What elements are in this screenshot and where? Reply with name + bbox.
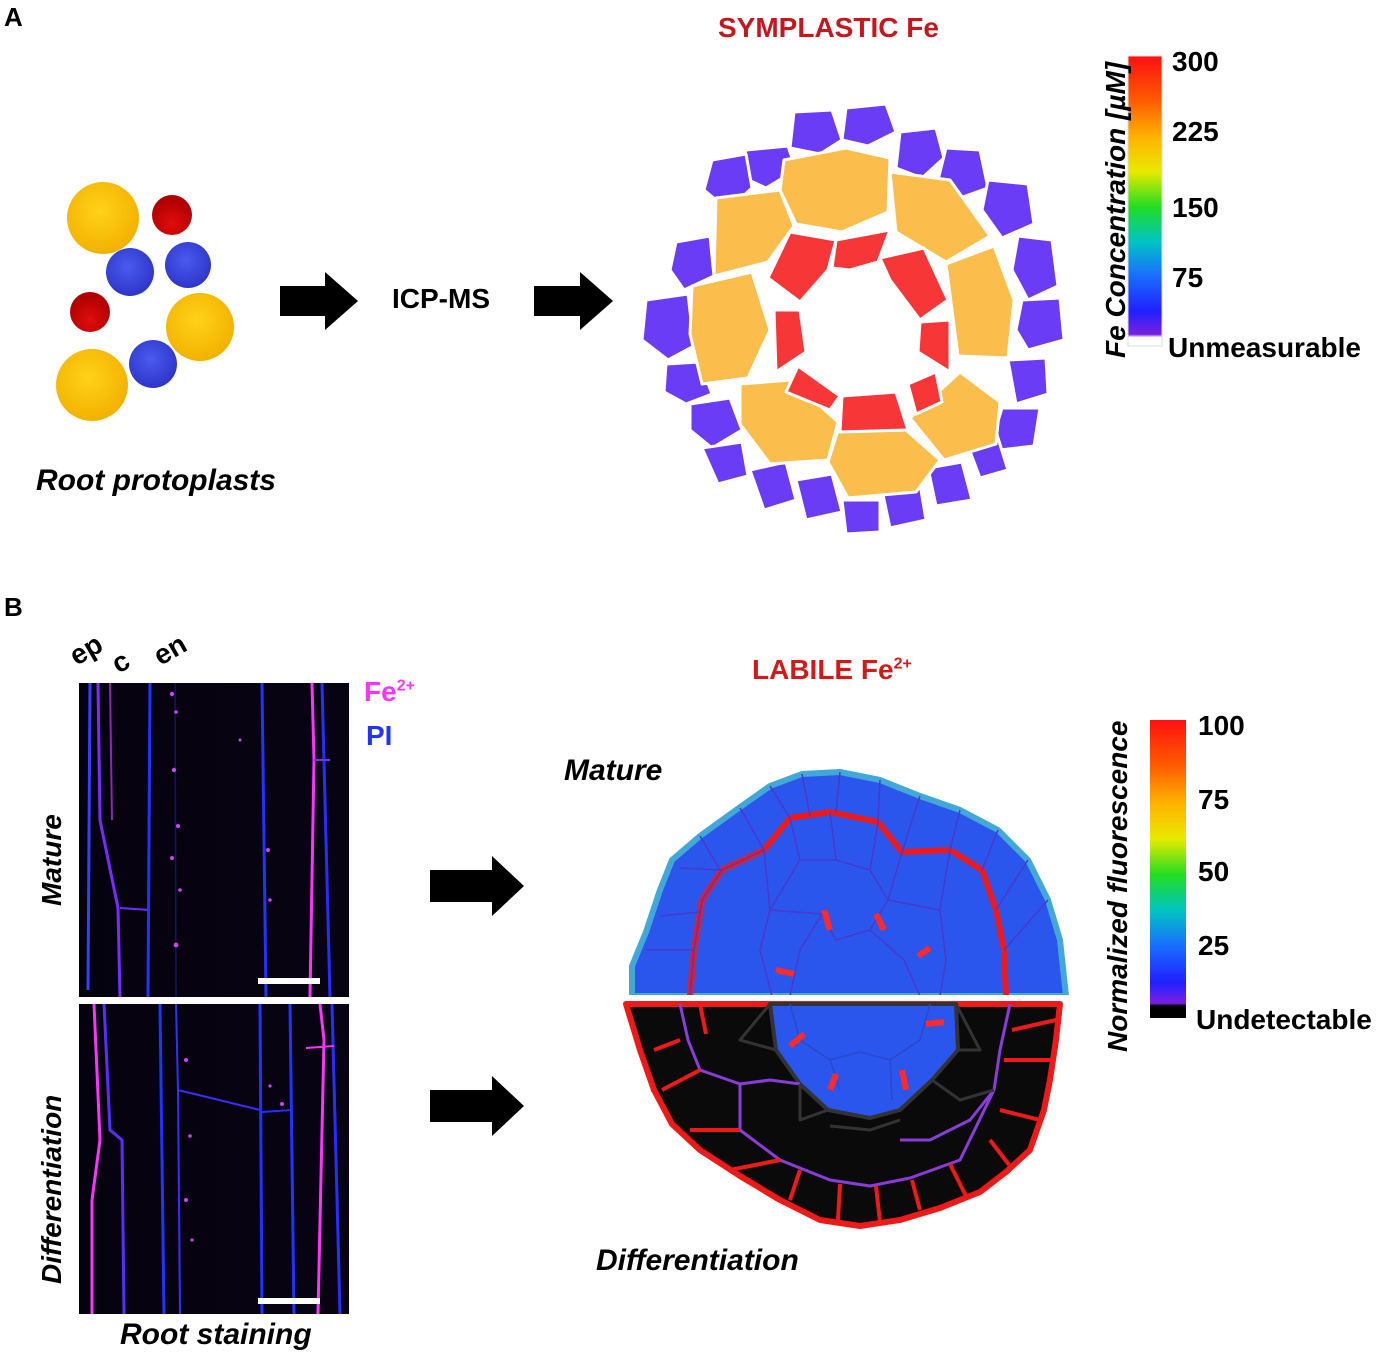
legend-fe: Fe2+ [364, 676, 415, 708]
legend-pi: PI [366, 720, 393, 751]
micrograph-differentiation [79, 1003, 349, 1315]
protoplast-blue-3 [129, 340, 177, 388]
labile-title: LABILE Fe2+ [752, 654, 912, 686]
legend-fe-sup: 2+ [396, 677, 415, 695]
colorbar-b [1150, 720, 1186, 1018]
protoplast-yellow-2 [166, 293, 234, 361]
arrow-mature [430, 856, 524, 916]
protoplast-blue-1 [106, 248, 154, 296]
colorbar-a [1127, 55, 1163, 347]
labile-mature-half [629, 769, 1069, 999]
colorbar-a-label: Fe Concentration [µM] [1100, 61, 1131, 358]
colorbar-b-label: Normalized fluorescence [1102, 720, 1133, 1052]
staining-label: Root staining [120, 1318, 312, 1351]
colorbar-a-tick-225: 225 [1172, 116, 1219, 147]
colorbar-a-tick-150: 150 [1172, 192, 1219, 223]
labile-differentiation-half [623, 1001, 1063, 1229]
colorbar-a-tick-300: 300 [1172, 46, 1219, 77]
protoplast-yellow-3 [56, 349, 128, 421]
row-label-mature: Mature [36, 814, 67, 906]
colorbar-a-tick-unmeasurable: Unmeasurable [1168, 332, 1361, 363]
protoplast-blue-2 [165, 242, 211, 288]
protoplast-red-1 [152, 195, 192, 235]
symplastic-title: SYMPLASTIC Fe [718, 12, 939, 43]
labile-title-sup: 2+ [893, 655, 912, 673]
colorbar-b-tick-25: 25 [1198, 930, 1230, 961]
labile-title-text: LABILE Fe [752, 654, 894, 685]
row-label-differentiation: Differentiation [36, 1094, 67, 1284]
protoplast-yellow-1 [67, 182, 139, 254]
panel-a-letter: A [4, 2, 23, 32]
layer-label-c: c [106, 644, 135, 680]
layer-label-en: en [148, 627, 192, 672]
colorbar-b-tick-75: 75 [1198, 784, 1230, 815]
layer-label-ep: ep [64, 627, 108, 672]
protoplast-red-2 [70, 292, 110, 332]
legend-fe-text: Fe [364, 676, 397, 707]
protoplasts-label: Root protoplasts [36, 464, 276, 497]
mature-label: Mature [564, 754, 663, 787]
symplastic-cross-section [640, 102, 1066, 536]
panel-b-letter: B [4, 592, 23, 622]
scale-bar-mature [258, 978, 320, 984]
arrow-to-icpms [280, 272, 358, 330]
method-label: ICP-MS [392, 283, 490, 314]
colorbar-b-tick-undetectable: Undetectable [1196, 1004, 1372, 1035]
colorbar-b-tick-100: 100 [1198, 710, 1245, 741]
micrograph-mature [79, 682, 349, 998]
colorbar-a-tick-75: 75 [1172, 262, 1204, 293]
colorbar-b-tick-50: 50 [1198, 856, 1230, 887]
scale-bar-differentiation [258, 1298, 320, 1304]
differentiation-label: Differentiation [596, 1244, 799, 1277]
arrow-to-symplastic [534, 272, 613, 330]
arrow-differentiation [430, 1076, 524, 1136]
